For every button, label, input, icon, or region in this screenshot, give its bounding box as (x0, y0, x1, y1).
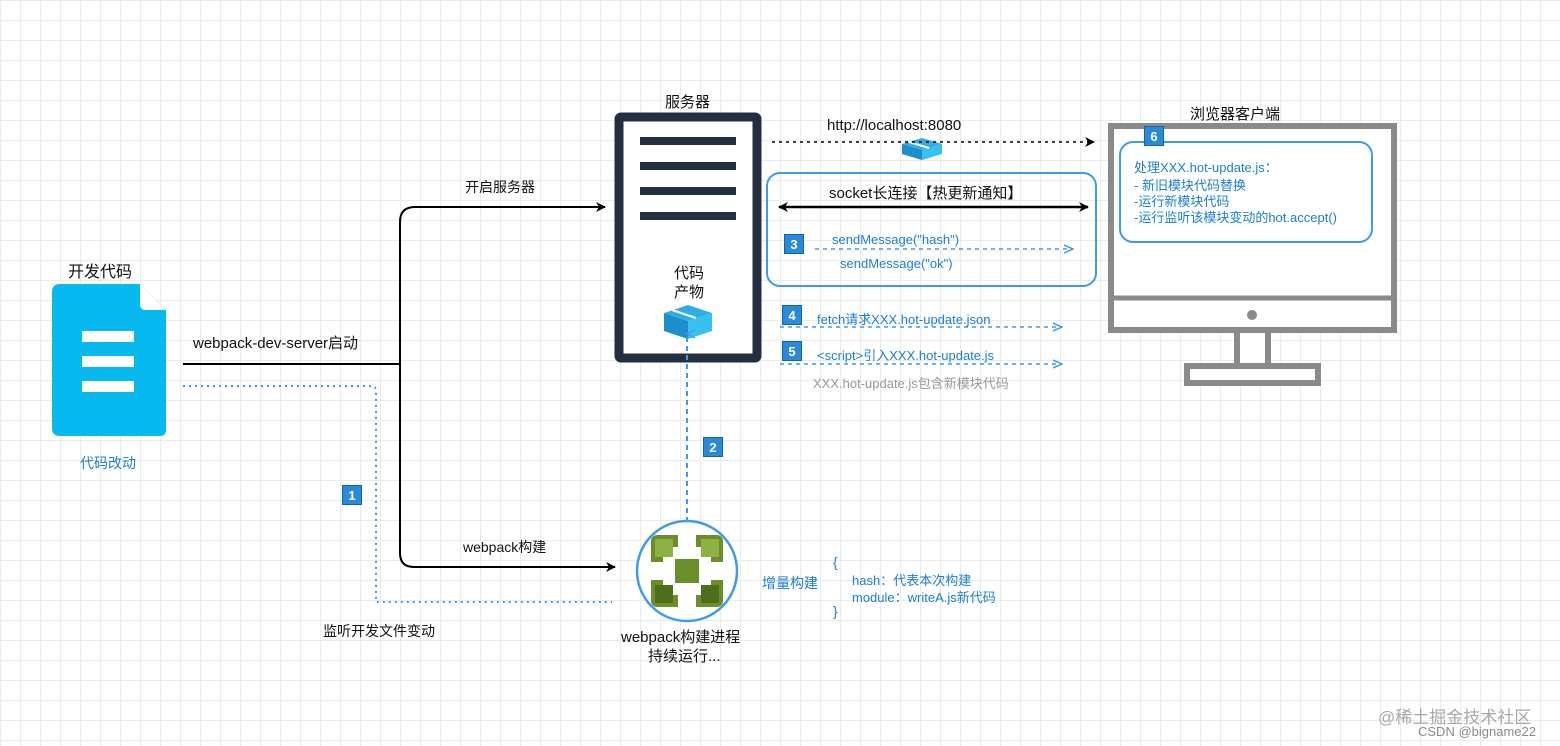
artifact-label-1: 代码 (674, 265, 705, 282)
script-label: <script>引入XXX.hot-update.js (817, 348, 995, 363)
watermark-line-1: @稀土掘金技术社区 (1378, 708, 1532, 727)
browser-line-4: -运行监听该模块变动的hot.accept() (1134, 210, 1337, 225)
socket-label: socket长连接【热更新通知】 (829, 185, 1023, 202)
browser-line-2: - 新旧模块代码替换 (1134, 178, 1246, 193)
brace-open: { (833, 554, 838, 570)
browser-line-1: 处理XXX.hot-update.js： (1134, 160, 1278, 175)
monitor-icon (1108, 123, 1397, 386)
url-label: http://localhost:8080 (827, 117, 962, 134)
build-process-label-2: 持续运行... (648, 648, 721, 665)
module-line: module：writeA.js新代码 (852, 590, 996, 605)
start-flow-lines (183, 202, 616, 572)
browser-line-3: -运行新模块代码 (1134, 194, 1230, 209)
step-badge-5: 5 (782, 341, 802, 361)
webpack-build-label: webpack构建 (463, 539, 547, 555)
msg-hash-label: sendMessage("hash") (832, 232, 960, 247)
step-badge-2: 2 (703, 437, 723, 457)
start-label: webpack-dev-server启动 (193, 335, 359, 352)
watermark-line-2: CSDN @bigname22 (1418, 724, 1536, 739)
step-badge-6: 6 (1144, 126, 1164, 146)
server-icon (614, 112, 762, 363)
dev-title: 开发代码 (68, 264, 133, 281)
watch-line (183, 385, 612, 603)
code-changed-label: 代码改动 (80, 455, 136, 471)
hash-line: hash：代表本次构建 (852, 573, 972, 588)
incremental-label: 增量构建 (762, 575, 818, 591)
brace-close: } (833, 603, 838, 619)
msg-ok-label: sendMessage("ok") (840, 256, 953, 271)
browser-title: 浏览器客户端 (1190, 106, 1281, 123)
watch-label: 监听开发文件变动 (323, 623, 435, 639)
document-icon (52, 284, 166, 436)
fetch-label: fetch请求XXX.hot-update.json (817, 312, 991, 327)
build-process-label-1: webpack构建进程 (621, 629, 741, 646)
step-badge-1: 1 (342, 485, 362, 505)
browser-processing-box (1119, 141, 1373, 243)
package-icon-url (902, 138, 942, 160)
socket-box (766, 172, 1097, 287)
step-badge-4: 4 (782, 305, 802, 325)
step-badge-3: 3 (784, 234, 804, 254)
server-title: 服务器 (665, 94, 711, 111)
script-note: XXX.hot-update.js包含新模块代码 (813, 376, 1009, 391)
webpack-cube-icon (635, 519, 739, 623)
artifact-label-2: 产物 (674, 284, 705, 301)
open-server-label: 开启服务器 (465, 179, 535, 195)
